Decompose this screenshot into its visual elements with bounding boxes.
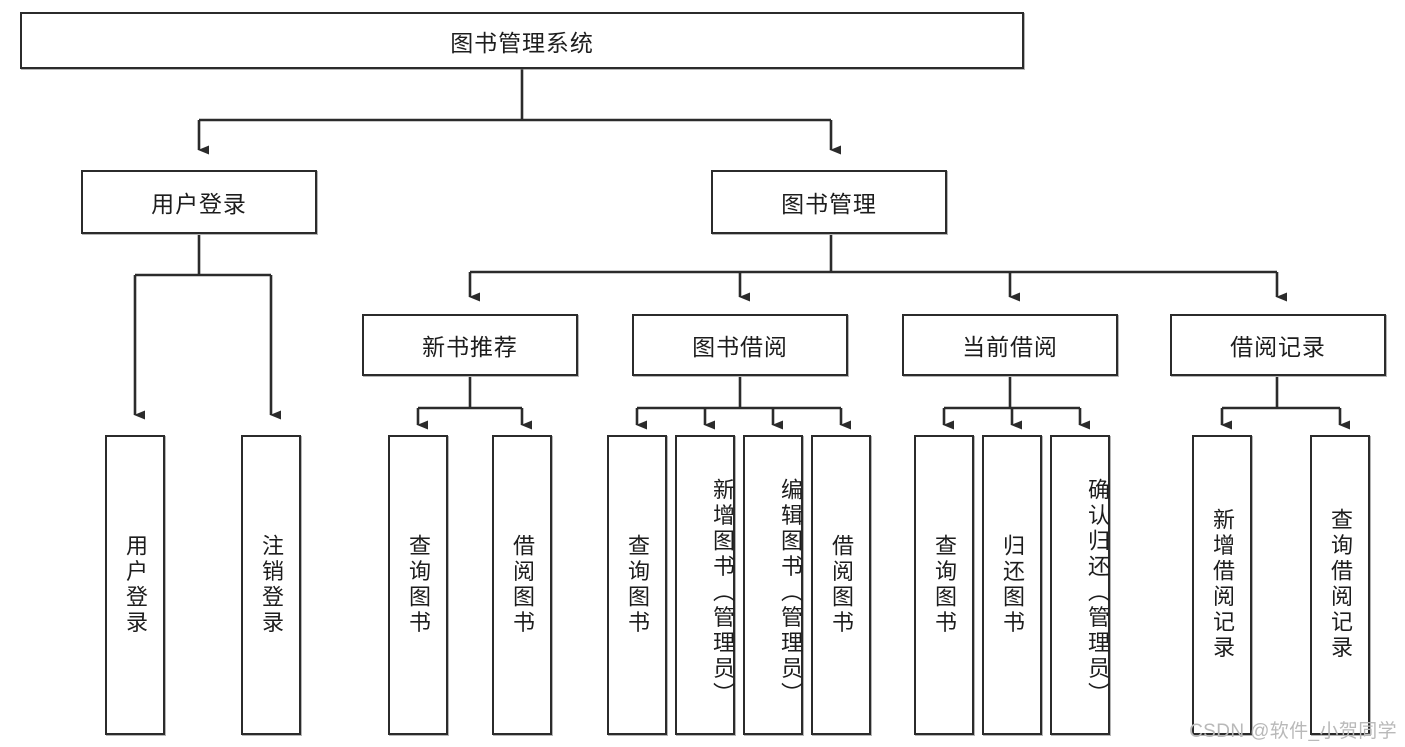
node-leaf-user-login[interactable]: 用户登录 [105, 435, 165, 735]
node-leaf-return-book[interactable]: 归还图书 [982, 435, 1042, 735]
node-book-manage-label: 图书管理 [781, 191, 877, 217]
node-leaf-query-book-3-label: 查询图书 [932, 533, 957, 637]
node-root-label: 图书管理系统 [450, 29, 594, 56]
node-leaf-add-record[interactable]: 新增借阅记录 [1192, 435, 1252, 735]
node-current-borrow-label: 当前借阅 [962, 334, 1058, 360]
node-leaf-return-book-label: 归还图书 [1000, 533, 1025, 637]
node-leaf-add-record-label: 新增借阅记录 [1210, 508, 1235, 662]
node-leaf-logout-label: 注销登录 [259, 533, 284, 637]
node-new-book-recommend[interactable]: 新书推荐 [362, 314, 578, 376]
node-leaf-query-book-2-label: 查询图书 [625, 533, 650, 637]
node-leaf-query-record-label: 查询借阅记录 [1328, 508, 1353, 662]
node-leaf-query-book-3[interactable]: 查询图书 [914, 435, 974, 735]
node-leaf-query-book-1[interactable]: 查询图书 [388, 435, 448, 735]
node-leaf-query-book-2[interactable]: 查询图书 [607, 435, 667, 735]
node-leaf-confirm-return[interactable]: 确认归还（管理员） [1050, 435, 1110, 735]
node-leaf-borrow-book-2-label: 借阅图书 [829, 533, 854, 637]
node-leaf-logout[interactable]: 注销登录 [241, 435, 301, 735]
node-root[interactable]: 图书管理系统 [20, 12, 1024, 69]
node-leaf-add-book-label: 新增图书（管理员） [710, 478, 735, 708]
node-leaf-edit-book-label: 编辑图书（管理员） [778, 478, 803, 708]
node-borrow-record[interactable]: 借阅记录 [1170, 314, 1386, 376]
node-leaf-borrow-book-2[interactable]: 借阅图书 [811, 435, 871, 735]
node-leaf-add-book[interactable]: 新增图书（管理员） [675, 435, 735, 735]
node-current-borrow[interactable]: 当前借阅 [902, 314, 1118, 376]
node-user-login[interactable]: 用户登录 [81, 170, 317, 234]
csdn-watermark: CSDN @软件_小贺同学 [1189, 721, 1397, 742]
node-leaf-borrow-book-1-label: 借阅图书 [510, 533, 535, 637]
node-leaf-user-login-label: 用户登录 [123, 533, 148, 637]
node-book-borrow-label: 图书借阅 [692, 334, 788, 360]
node-book-borrow[interactable]: 图书借阅 [632, 314, 848, 376]
node-leaf-edit-book[interactable]: 编辑图书（管理员） [743, 435, 803, 735]
node-user-login-label: 用户登录 [151, 191, 247, 217]
node-leaf-query-book-1-label: 查询图书 [406, 533, 431, 637]
node-book-manage[interactable]: 图书管理 [711, 170, 947, 234]
node-leaf-confirm-return-label: 确认归还（管理员） [1085, 478, 1110, 708]
node-borrow-record-label: 借阅记录 [1230, 334, 1326, 360]
node-new-book-recommend-label: 新书推荐 [422, 334, 518, 360]
node-leaf-query-record[interactable]: 查询借阅记录 [1310, 435, 1370, 735]
node-leaf-borrow-book-1[interactable]: 借阅图书 [492, 435, 552, 735]
